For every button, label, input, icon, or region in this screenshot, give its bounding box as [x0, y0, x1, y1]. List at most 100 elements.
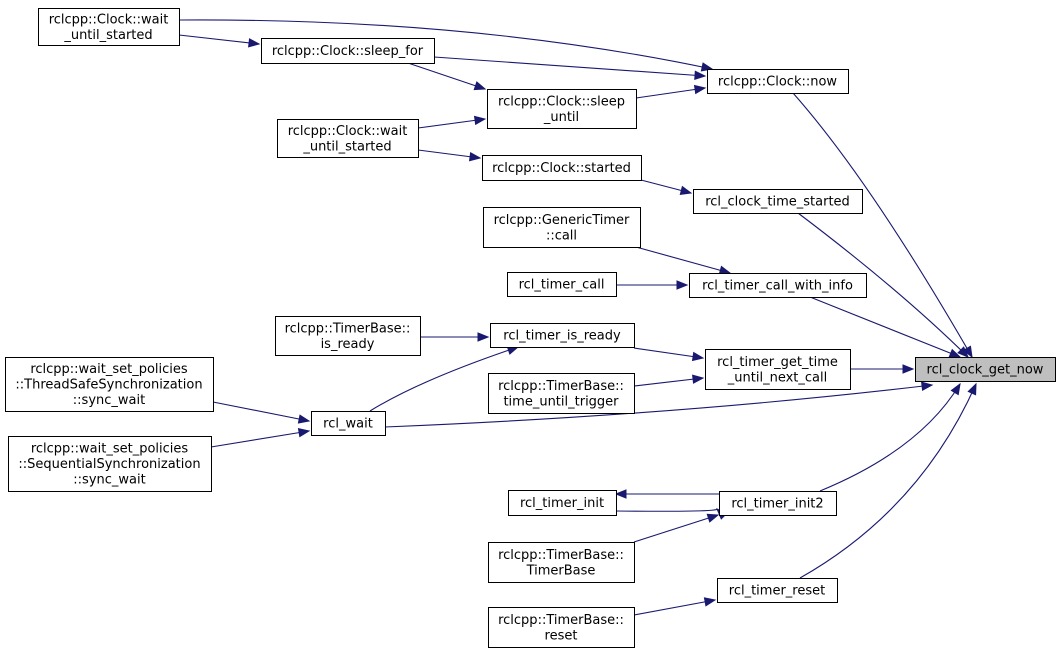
node-label: rcl_timer_is_ready — [503, 329, 621, 344]
edge-line — [615, 508, 718, 512]
edge-time_started-to-focus — [797, 212, 969, 358]
edge-init2-to-focus — [819, 382, 961, 492]
arrow-head-icon — [473, 81, 487, 91]
edges-layer — [178, 19, 977, 616]
node-label: rclcpp::Clock::wait — [288, 124, 408, 139]
node-sleep_until[interactable]: rclcpp::Clock::sleep_until — [487, 89, 637, 129]
edge-sleep_for-to-sleep_until — [407, 62, 487, 91]
node-box — [689, 273, 867, 298]
edge-line — [809, 296, 961, 358]
edge-line — [633, 599, 716, 616]
edge-timer_call-to-call_info — [616, 280, 689, 290]
arrow-head-icon — [694, 70, 707, 80]
node-label: time_until_trigger — [503, 394, 619, 409]
node-box — [507, 272, 617, 297]
arrow-head-icon — [957, 346, 969, 358]
node-tss_wait[interactable]: rclcpp::wait_set_policies::ThreadSafeSyn… — [5, 357, 214, 412]
node-rcl_wait[interactable]: rcl_wait — [311, 411, 386, 436]
node-box — [483, 207, 641, 248]
arrow-head-icon — [691, 351, 705, 362]
node-label: ::ThreadSafeSynchronization — [15, 378, 202, 393]
node-sleep_for[interactable]: rclcpp::Clock::sleep_for — [261, 38, 435, 64]
edge-clock_now-to-focus — [792, 92, 973, 359]
focus-node: rcl_clock_get_now — [915, 357, 1056, 382]
node-box — [719, 491, 837, 516]
node-label: ::sync_wait — [73, 393, 145, 408]
node-gt_call[interactable]: rclcpp::GenericTimer::call — [483, 207, 641, 248]
node-label: rclcpp::Clock::started — [492, 161, 631, 176]
node-reset[interactable]: rcl_timer_reset — [717, 578, 838, 603]
arrow-head-icon — [297, 428, 311, 438]
edge-get_time-to-focus — [850, 364, 915, 374]
edge-line — [799, 383, 977, 579]
node-box — [508, 490, 617, 516]
arrow-head-icon — [700, 62, 714, 72]
arrow-head-icon — [676, 280, 689, 290]
node-label: rcl_timer_call — [519, 278, 605, 293]
arrow-head-icon — [692, 374, 705, 384]
edge-tb_reset-to-reset — [633, 597, 717, 616]
node-init2[interactable]: rcl_timer_init2 — [719, 491, 837, 516]
arrow-head-icon — [679, 185, 693, 195]
arrow-head-icon — [967, 382, 977, 396]
node-is_ready[interactable]: rcl_timer_is_ready — [490, 323, 635, 348]
arrow-head-icon — [902, 364, 915, 374]
node-box — [38, 8, 180, 46]
node-label: rclcpp::TimerBase:: — [285, 321, 411, 336]
node-wait_us1[interactable]: rclcpp::Clock::wait_until_started — [38, 8, 180, 46]
node-box — [5, 357, 214, 412]
nodes-layer: rcl_clock_get_now rclcpp::Clock::nowrcl_c… — [5, 8, 1056, 648]
edge-rcl_wait-to-is_ready — [369, 345, 520, 412]
node-box — [707, 69, 849, 94]
node-tb_ttt[interactable]: rclcpp::TimerBase::time_until_trigger — [488, 373, 635, 414]
edge-line — [633, 377, 704, 387]
arrow-head-icon — [921, 381, 934, 391]
node-label: rclcpp::GenericTimer — [494, 213, 630, 228]
node-label: reset — [545, 628, 578, 643]
node-label: rclcpp::Clock::wait — [49, 12, 169, 27]
node-label: rcl_clock_time_started — [705, 195, 850, 210]
node-label: ::call — [546, 228, 577, 243]
edge-tb_tb-to-init2 — [633, 513, 720, 543]
node-box — [915, 357, 1056, 382]
node-label: rclcpp::Clock::now — [718, 75, 838, 90]
node-started[interactable]: rclcpp::Clock::started — [482, 155, 642, 181]
edge-line — [384, 384, 933, 428]
node-tb_tb[interactable]: rclcpp::TimerBase::TimerBase — [488, 542, 635, 583]
node-timer_call[interactable]: rcl_timer_call — [507, 272, 617, 297]
arrow-head-icon — [950, 382, 961, 396]
arrow-head-icon — [703, 597, 717, 607]
node-time_started[interactable]: rcl_clock_time_started — [693, 189, 863, 214]
node-seq_wait[interactable]: rclcpp::wait_set_policies::SequentialSyn… — [8, 436, 212, 492]
node-box — [275, 316, 421, 356]
edge-line — [407, 62, 486, 90]
edge-wait_us2-to-started — [417, 149, 482, 162]
node-label: rclcpp::TimerBase:: — [498, 613, 624, 628]
node-label: ::sync_wait — [73, 473, 145, 488]
node-label: _until_next_call — [727, 370, 827, 385]
node-wait_us2[interactable]: rclcpp::Clock::wait_until_started — [277, 119, 419, 158]
edge-wait_us2-to-sleep_until — [417, 115, 487, 129]
edge-line — [792, 92, 973, 358]
node-call_info[interactable]: rcl_timer_call_with_info — [689, 273, 867, 298]
edge-rcl_wait-to-focus — [384, 381, 934, 428]
edge-reset-to-focus — [799, 382, 977, 579]
edge-call_info-to-focus — [809, 296, 962, 358]
arrow-head-icon — [706, 513, 720, 523]
node-timer_init[interactable]: rcl_timer_init — [508, 490, 617, 516]
edge-tb_ready-to-is_ready — [420, 332, 490, 342]
node-box — [488, 373, 635, 414]
edge-sleep_until-to-clock_now — [635, 84, 707, 99]
node-box — [488, 542, 635, 583]
node-label: rclcpp::wait_set_policies — [30, 362, 188, 377]
node-box — [717, 578, 838, 603]
node-box — [311, 411, 386, 436]
node-tb_ready[interactable]: rclcpp::TimerBase::is_ready — [275, 316, 421, 356]
node-box — [490, 323, 635, 348]
node-label: rcl_clock_get_now — [927, 363, 1044, 378]
node-label: rcl_timer_get_time — [717, 355, 838, 370]
node-clock_now[interactable]: rclcpp::Clock::now — [707, 69, 849, 94]
edge-line — [210, 430, 310, 448]
node-get_time[interactable]: rcl_timer_get_time_until_next_call — [705, 349, 851, 390]
node-tb_reset[interactable]: rclcpp::TimerBase::reset — [488, 607, 635, 648]
